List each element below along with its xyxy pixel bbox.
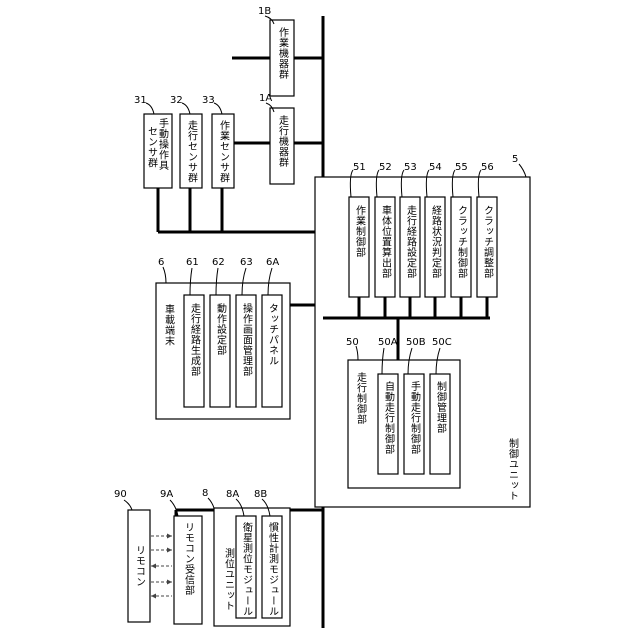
working-equipment-label: 作業機器群 <box>277 27 289 80</box>
ref-50b: 50B <box>406 337 426 348</box>
touch-panel-label: タッチパネル <box>267 303 279 366</box>
work-sensor-label: 作業センサ群 <box>218 120 230 184</box>
terminal-sub-63: 操作画面管理部 63 <box>236 257 256 407</box>
ref-63: 63 <box>240 257 253 268</box>
working-equipment-1b: 作業機器群 1B <box>258 6 294 96</box>
travel-equipment-label: 走行機器群 <box>277 115 289 168</box>
ref-53: 53 <box>404 162 417 173</box>
remote-receiver-label: リモコン受信部 <box>183 522 195 596</box>
clutch-adjust-label: クラッチ調整部 <box>482 205 494 279</box>
ref-6: 6 <box>158 257 164 268</box>
ref-6a: 6A <box>266 257 279 268</box>
route-setting-label: 走行経路設定部 <box>405 205 417 279</box>
ref-61: 61 <box>186 257 199 268</box>
ref-51: 51 <box>353 162 366 173</box>
travel-sensors-32: 走行センサ群 32 <box>170 95 202 188</box>
ref-8: 8 <box>202 488 208 499</box>
positioning-unit-label: 測位ユニット <box>223 547 235 611</box>
travel-control-50: 走行制御部 50 自動走行制御部 50A 手動走行制御部 50B 制御管理部 5… <box>346 337 460 488</box>
ref-50a: 50A <box>378 337 398 348</box>
ref-33: 33 <box>202 95 215 106</box>
manual-operation-sensors-31: 手動操作具 センサ群 31 <box>134 95 172 188</box>
screen-management-label: 操作画面管理部 <box>241 302 253 377</box>
terminal-sub-61: 走行経路生成部 61 <box>184 257 204 407</box>
terminal-sub-6a: タッチパネル 6A <box>262 257 282 407</box>
ref-9a: 9A <box>160 489 173 500</box>
terminal-sub-62: 動作設定部 62 <box>210 257 230 407</box>
gnss-module-label: 衛星測位モジュール <box>241 521 253 617</box>
auto-travel-label: 自動走行制御部 <box>383 380 395 455</box>
manual-travel-label: 手動走行制御部 <box>409 380 421 455</box>
ref-1a: 1A <box>259 93 272 104</box>
wireless-link-arrows <box>151 534 172 599</box>
onboard-terminal-label: 車載端末 <box>163 303 175 347</box>
control-unit-label: 制御ユニット <box>507 437 519 501</box>
ref-56: 56 <box>481 162 494 173</box>
travel-equipment-1a: 走行機器群 1A <box>259 93 294 184</box>
manual-sensor-label-1: 手動操作具 <box>157 117 169 171</box>
control-management-label: 制御管理部 <box>435 380 447 434</box>
ref-1b: 1B <box>258 6 271 17</box>
operation-setting-label: 動作設定部 <box>215 302 227 356</box>
remote-control-90: リモコン 90 <box>114 489 150 622</box>
ref-54: 54 <box>429 162 442 173</box>
ref-5: 5 <box>512 154 518 165</box>
onboard-terminal-6: 車載端末 6 走行経路生成部 61 動作設定部 62 操作画面管理部 63 タッ… <box>156 257 290 419</box>
work-control-label: 作業制御部 <box>354 205 366 258</box>
clutch-control-label: クラッチ制御部 <box>456 205 468 279</box>
ref-31: 31 <box>134 95 147 106</box>
body-position-label: 車体位置算出部 <box>380 204 392 279</box>
route-generation-label: 走行経路生成部 <box>189 303 201 377</box>
ref-8a: 8A <box>226 489 239 500</box>
ref-62: 62 <box>212 257 225 268</box>
ref-50c: 50C <box>432 337 452 348</box>
work-sensors-33: 作業センサ群 33 <box>202 95 234 188</box>
travel-control-label: 走行制御部 <box>355 372 367 425</box>
ref-8b: 8B <box>254 489 267 500</box>
ref-50: 50 <box>346 337 359 348</box>
ref-55: 55 <box>455 162 468 173</box>
travel-sensor-label: 走行センサ群 <box>186 120 198 184</box>
route-status-label: 経路状況判定部 <box>430 204 442 279</box>
remote-control-label: リモコン <box>134 545 145 587</box>
imu-module-label: 慣性計測モジュール <box>267 521 279 617</box>
ref-52: 52 <box>379 162 392 173</box>
positioning-unit-8: 測位ユニット 8 衛星測位モジュール 8A 慣性計測モジュール 8B <box>202 488 290 626</box>
control-unit-5: 制御ユニット 5 作業制御部 51 車体位置算出部 52 走行経路設定部 53 … <box>315 154 530 507</box>
manual-sensor-label-2: センサ群 <box>146 126 158 169</box>
ref-32: 32 <box>170 95 183 106</box>
ref-90: 90 <box>114 489 127 500</box>
